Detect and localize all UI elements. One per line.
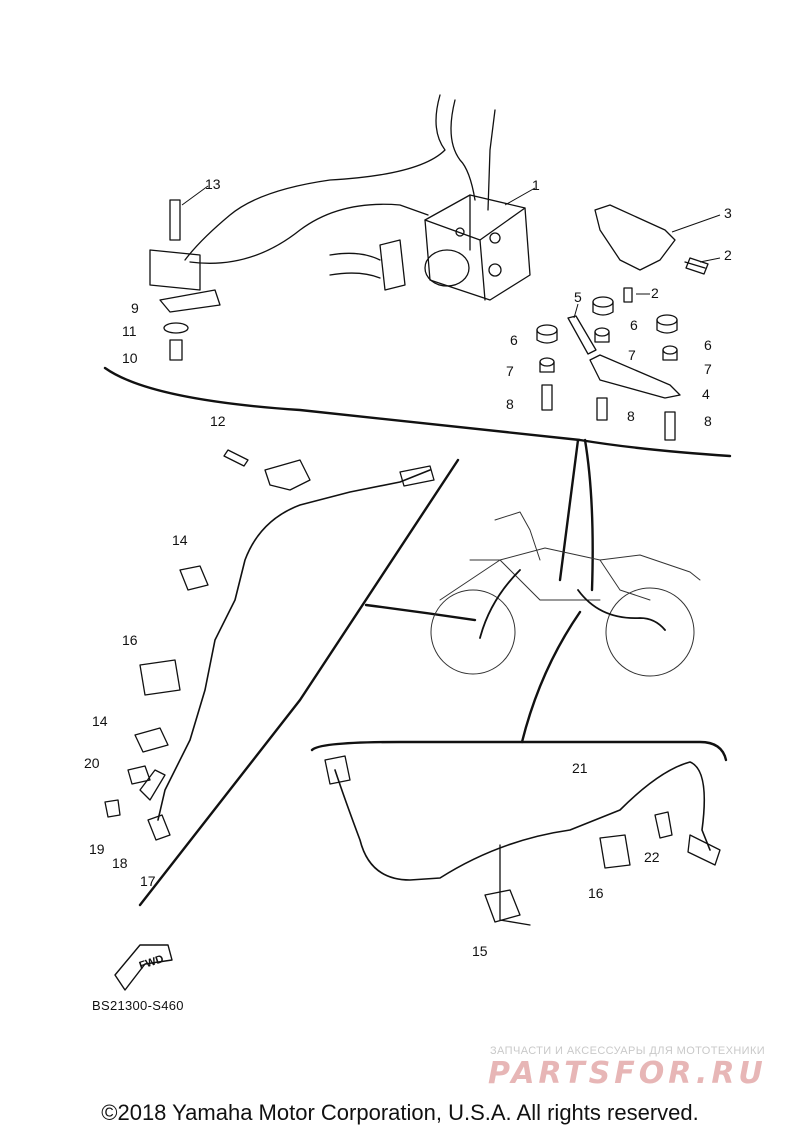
clip-14-lower (134, 727, 169, 753)
callout-7-right: 7 (704, 361, 712, 377)
callout-15: 15 (472, 943, 488, 959)
front-sensor-cable (157, 469, 431, 821)
callout-7-left: 7 (506, 363, 514, 379)
bracket-12 (264, 459, 311, 491)
copyright-notice: ©2018 Yamaha Motor Corporation, U.S.A. A… (101, 1100, 699, 1125)
callout-10: 10 (122, 350, 138, 366)
clamp-15 (484, 844, 531, 926)
dampers (536, 296, 678, 373)
clamp-16-right (599, 834, 631, 869)
callout-6-right: 6 (704, 337, 712, 353)
rear-sensor-cable (334, 761, 711, 881)
clamp-16-left (139, 659, 181, 696)
callout-8-left: 8 (506, 396, 514, 412)
callout-14-upper: 14 (172, 532, 188, 548)
top-section-border (103, 366, 732, 458)
mount-stack-left (149, 199, 221, 361)
bolt-2-right (684, 257, 709, 275)
rear-connector (324, 755, 351, 785)
abs-connector (329, 239, 406, 291)
callout-6-mid: 6 (630, 317, 638, 333)
callout-16-right: 16 (588, 885, 604, 901)
callout-3: 3 (724, 205, 732, 221)
bolt-2-mid (623, 287, 633, 303)
callout-19: 19 (89, 841, 105, 857)
diagram-code: BS21300-S460 (92, 998, 184, 1013)
bolt-12 (223, 449, 249, 467)
callout-20: 20 (84, 755, 100, 771)
callout-1: 1 (532, 177, 540, 193)
callout-18: 18 (112, 855, 128, 871)
left-section-border (138, 458, 460, 907)
callout-2-mid: 2 (651, 285, 659, 301)
bracket-4 (589, 354, 681, 399)
clip-14-upper (179, 565, 209, 591)
callout-21: 21 (572, 760, 588, 776)
callout-16-left: 16 (122, 632, 138, 648)
callout-17: 17 (140, 873, 156, 889)
callout-9: 9 (131, 300, 139, 316)
callout-14-lower: 14 (92, 713, 108, 729)
leader-bottom (520, 610, 582, 744)
callout-7-mid: 7 (628, 347, 636, 363)
bolt-5 (567, 315, 597, 355)
callout-leaders (181, 185, 721, 319)
sensor-17 (139, 769, 171, 841)
bottom-section-border (310, 740, 728, 762)
callout-2-right: 2 (724, 247, 732, 263)
rear-sensor-head (687, 834, 721, 866)
callout-11: 11 (122, 323, 137, 339)
front-connector (399, 465, 435, 487)
holder-20 (127, 765, 151, 785)
motorcycle-silhouette (430, 511, 701, 677)
bracket-3 (594, 204, 676, 271)
leader-top (558, 438, 594, 592)
callout-22: 22 (644, 849, 660, 865)
leader-left (364, 603, 477, 622)
fwd-arrow-icon (114, 944, 173, 991)
callout-6-left: 6 (510, 332, 518, 348)
callout-numbers: 1 2 2 3 4 5 6 6 6 7 7 7 8 8 8 9 10 11 12… (84, 176, 732, 972)
callout-4: 4 (702, 386, 710, 402)
brake-lines (184, 94, 496, 264)
callout-12: 12 (210, 413, 226, 429)
bolt-22 (654, 811, 673, 839)
callout-8-mid: 8 (627, 408, 635, 424)
bolts-8 (541, 384, 676, 441)
bolt-19 (104, 799, 121, 818)
abs-hydraulic-unit (424, 194, 531, 301)
callout-8-right: 8 (704, 413, 712, 429)
watermark-tagline: ЗАПЧАСТИ И АКСЕССУАРЫ ДЛЯ МОТОТЕХНИКИ (490, 1045, 766, 1057)
motorcycle-harness (479, 569, 666, 639)
callout-13: 13 (205, 176, 221, 192)
watermark-logo: PARTSFOR.RU (488, 1056, 767, 1091)
callout-5: 5 (574, 289, 582, 305)
fwd-label: FWD (138, 953, 166, 972)
